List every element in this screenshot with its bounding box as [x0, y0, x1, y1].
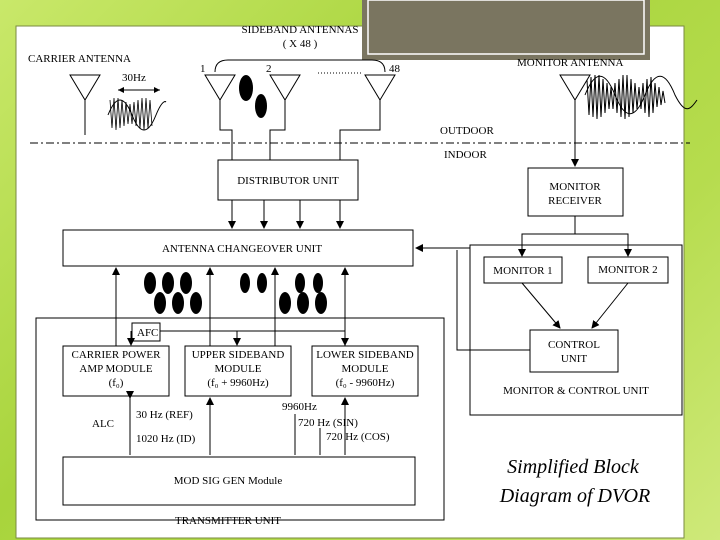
- antenna-changeover-label: ANTENNA CHANGEOVER UNIT: [162, 243, 322, 255]
- alc-label: ALC: [92, 418, 114, 430]
- mod-sig-gen-label: MOD SIG GEN Module: [174, 475, 283, 487]
- monitor-1-box: [483, 256, 563, 284]
- carrier-power-label-2: AMP MODULE: [79, 363, 153, 375]
- afc-label: AFC: [137, 327, 158, 339]
- sideband-antenna-2-icon: [269, 74, 301, 110]
- carrier-power-label-1: CARRIER POWER: [72, 349, 162, 361]
- antenna-num-1: 1: [200, 63, 206, 75]
- monitor-receiver-label-1: MONITOR: [549, 181, 601, 193]
- monitor-2-to-control: [591, 282, 629, 329]
- monitor-2-label: MONITOR 2: [598, 264, 657, 276]
- sideband-48-feed: [339, 110, 381, 160]
- sideband-count-label: ( X 48 ): [283, 38, 318, 50]
- caption-line-1: Simplified Block: [507, 456, 640, 478]
- mod-sig-gen-module: [62, 456, 416, 506]
- monitor-antenna-icon: [559, 74, 591, 125]
- control-unit-label-1: CONTROL: [548, 339, 600, 351]
- lower-sideband-label-1: LOWER SIDEBAND: [316, 349, 414, 361]
- caption-line-2: Diagram of DVOR: [499, 485, 651, 507]
- outdoor-label: OUTDOOR: [440, 125, 494, 137]
- sideband-1-feed: [219, 110, 233, 160]
- sideband-antennas-label: SIDEBAND ANTENNAS: [241, 24, 358, 36]
- monitor-2-arrow: [624, 249, 632, 257]
- control-unit: [529, 329, 619, 373]
- title-tab: [362, 0, 650, 60]
- antenna-changeover-unit: [62, 229, 414, 267]
- upper-sideband-module: [184, 345, 292, 397]
- carrier-power-label-3: (f₀): [109, 377, 124, 389]
- antenna-num-48: 48: [389, 63, 401, 75]
- sideband-brace: [214, 59, 386, 73]
- upper-sideband-label-1: UPPER SIDEBAND: [192, 349, 285, 361]
- ref-signal-label: 30 Hz (REF): [136, 409, 193, 421]
- control-unit-label-2: UNIT: [561, 353, 588, 365]
- monitor-control-label: MONITOR & CONTROL UNIT: [503, 385, 649, 397]
- title-tab-border: [367, 0, 645, 55]
- carrier-waveform: [107, 97, 167, 133]
- carrier-power-module: [62, 345, 170, 397]
- lower-sideband-module: [311, 345, 419, 397]
- freq-arrow-left-head: [118, 87, 124, 93]
- carrier-antenna-icon: [69, 74, 101, 110]
- monitor-receiver-label-2: RECEIVER: [548, 195, 602, 207]
- monitor-1-arrow: [518, 249, 526, 257]
- carrier-antenna-label: CARRIER ANTENNA: [28, 53, 131, 65]
- upper-sideband-label-2: MODULE: [214, 363, 261, 375]
- upper-sideband-label-3: (f₀ + 9960Hz): [207, 377, 269, 389]
- sin-signal-label: 720 Hz (SIN): [298, 417, 358, 429]
- monitor-1-label: MONITOR 1: [493, 265, 552, 277]
- distributor-unit-label: DISTRIBUTOR UNIT: [237, 175, 339, 187]
- monitor-waveform: [584, 74, 698, 120]
- signal-bursts: [144, 272, 327, 314]
- receiver-to-monitors: [521, 216, 629, 255]
- indoor-label: INDOOR: [444, 149, 487, 161]
- monitor-antenna-label: MONITOR ANTENNA: [517, 57, 623, 69]
- sideband-antenna-48-icon: [364, 74, 396, 110]
- distributor-unit: [217, 159, 359, 201]
- lower-sideband-label-2: MODULE: [341, 363, 388, 375]
- transmitter-unit-label: TRANSMITTER UNIT: [175, 515, 281, 527]
- sideband-antenna-1-icon: [204, 74, 236, 110]
- cos-signal-label: 720 Hz (COS): [326, 431, 390, 443]
- transmitter-unit: [35, 317, 445, 521]
- monitor-1-to-control: [521, 282, 561, 329]
- sideband-2-feed: [269, 110, 286, 160]
- monitor-receiver: [527, 167, 624, 217]
- monitor-2-box: [587, 256, 669, 284]
- control-to-changeover: [456, 250, 530, 351]
- lower-sideband-label-3: (f₀ - 9960Hz): [336, 377, 395, 389]
- antenna-num-2: 2: [266, 63, 272, 75]
- carrier-freq-label: 30Hz: [122, 72, 146, 84]
- sideband-waveform-1: [239, 75, 267, 118]
- afc-box: [131, 322, 161, 342]
- id-signal-label: 1020 Hz (ID): [136, 433, 196, 445]
- freq-arrow-right-head: [154, 87, 160, 93]
- f9960-label: 9960Hz: [282, 401, 317, 413]
